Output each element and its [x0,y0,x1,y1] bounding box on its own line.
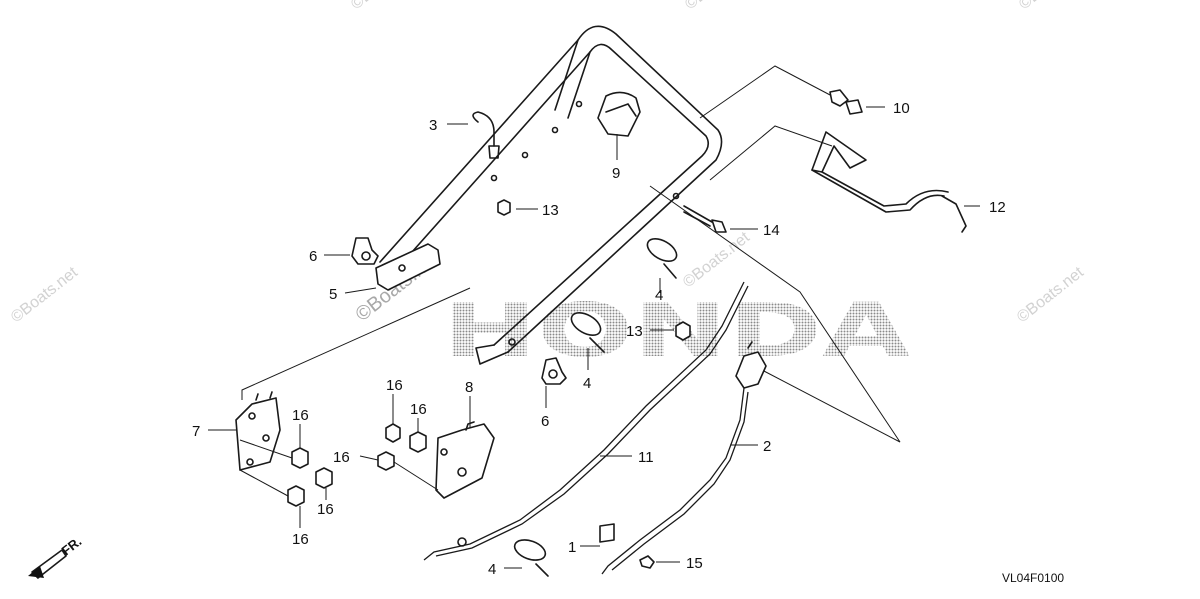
callout-11: 11 [638,449,654,466]
handle-pipe [379,25,723,365]
cable-guide [472,111,500,159]
cables [423,281,749,575]
callout-8: 8 [465,379,473,396]
copyright-watermark-right: ©Boats.net [1014,264,1087,327]
callout-2: 2 [763,438,771,455]
assembly-frame [241,65,901,443]
callout-9: 9 [612,165,620,182]
nut-13-middle [675,321,691,341]
callout-16-b: 16 [317,501,334,518]
copyright-watermark-top-3: ©Boats.net [1016,0,1089,13]
pin [829,89,863,115]
copyright-watermark-top-2: ©Boats.net [682,0,755,13]
callout-7: 7 [192,423,200,440]
copyright-watermark-center: ©Boats.net [680,229,753,292]
left-handle-bracket [235,391,281,471]
flange-nuts-middle [377,423,439,491]
knob-6-upper [351,237,379,265]
callout-6-lower: 6 [541,413,549,430]
cable-clamp-lower [513,539,549,577]
callout-leaders [208,106,980,569]
copyright-watermarks: ©Boats.net ©Boats.net ©Boats.net ©Boats.… [8,0,1089,326]
bail-lever [811,131,967,233]
callout-5: 5 [329,286,337,303]
callout-4-middle: 4 [583,375,591,392]
callout-16-d: 16 [386,377,403,394]
callout-4-lower: 4 [488,561,496,578]
copyright-watermark-top-1: ©Boats.net [348,0,421,13]
front-direction-arrow: FR. [28,534,84,579]
callout-16-e: 16 [410,401,427,418]
knob-6-lower [541,357,567,385]
grip-holder [597,91,641,137]
figure-code: VL04F0100 [1002,571,1064,585]
flange-nuts-left [239,439,333,507]
callout-labels: 3 9 13 6 5 10 12 14 4 13 4 6 7 16 16 16 … [192,100,1006,578]
cable-clamp-middle [570,312,605,353]
callout-6-upper: 6 [309,248,317,265]
callout-14: 14 [763,222,780,239]
callout-3: 3 [429,117,437,134]
callout-12: 12 [989,199,1006,216]
bolt [683,205,727,233]
callout-13-upper: 13 [542,202,559,219]
callout-10: 10 [893,100,910,117]
callout-16-f: 16 [333,449,350,466]
upper-handle-bracket [375,243,441,291]
callout-4-upper: 4 [655,287,663,304]
right-handle-bracket [435,421,495,499]
cable-clamp-upper [646,238,678,279]
callout-16-c: 16 [292,531,309,548]
callout-16-a: 16 [292,407,309,424]
nut-13-upper [497,199,511,216]
callout-13-middle: 13 [626,323,643,340]
callout-15: 15 [686,555,703,572]
copyright-watermark-left: ©Boats.net [8,264,81,327]
callout-1: 1 [568,539,576,556]
